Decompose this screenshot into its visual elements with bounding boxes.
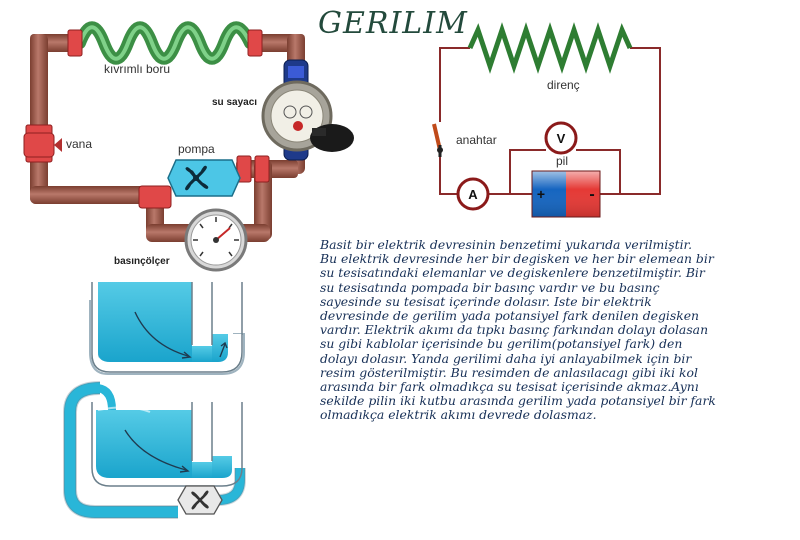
paragraph-line: su gibi kablolar içerisinde bu gerilim(p… xyxy=(320,336,683,352)
paragraph-line: sekilde pilin iki kutbu arasında gerilim… xyxy=(320,393,716,409)
open-tank-icon xyxy=(89,282,245,375)
paragraph-line: Bu elektrik devresinde her bir degisken … xyxy=(320,251,714,267)
valve-icon xyxy=(23,132,62,158)
paragraph-line: su tesisatındaki elemanlar ve degiskenle… xyxy=(320,265,705,281)
voltmeter-label: V xyxy=(557,131,566,146)
paragraph-line: sayesinde su tesisat içerinde dolasır. I… xyxy=(320,293,652,309)
paragraph-line: resim gösterilmiştir. Bu resimden de anl… xyxy=(320,364,698,380)
switch-label: anahtar xyxy=(456,133,497,147)
resistor-label: direnç xyxy=(547,78,580,92)
battery-label: pil xyxy=(556,154,568,168)
battery-minus-label: - xyxy=(589,186,594,203)
ammeter-label: A xyxy=(468,187,478,202)
paragraph-line: olmadıkça elektrik akımı devrede dolasma… xyxy=(320,407,597,423)
pumped-tank-icon xyxy=(63,381,246,519)
explanation-paragraph: Basit bir elektrik devresinin benzetimi … xyxy=(320,237,776,423)
battery-plus-label: + xyxy=(537,186,545,202)
wavy-pipe-label: kıvrımlı boru xyxy=(104,62,170,76)
paragraph-line: dolayı dolasır. Yanda gerilimi daha iyi … xyxy=(320,350,692,366)
pump-label: pompa xyxy=(178,142,215,156)
paragraph-line: vardır. Elektrik akımı da tıpkı basınç f… xyxy=(320,322,709,338)
ammeter-icon xyxy=(456,177,490,211)
page-title: GERILIM xyxy=(318,6,468,41)
pressure-gauge-icon xyxy=(184,208,248,272)
paragraph-line: su tesisatında pompada bir basınç vardır… xyxy=(320,279,660,295)
paragraph-line: devresinde de gerilim yada potansiyel fa… xyxy=(320,308,700,324)
valve-label: vana xyxy=(66,137,92,151)
circuit-wires xyxy=(439,47,661,195)
battery-icon xyxy=(531,170,601,218)
paragraph-line: Basit bir elektrik devresinin benzetimi … xyxy=(320,237,693,252)
voltmeter-icon xyxy=(544,121,578,155)
pressure-gauge-label: basınçölçer xyxy=(114,256,170,267)
water-meter-label: su sayacı xyxy=(212,97,257,108)
pump-icon xyxy=(167,159,241,197)
switch-icon xyxy=(432,123,443,157)
resistor-icon xyxy=(467,22,633,74)
water-meter-icon xyxy=(261,59,354,161)
paragraph-line: arasında bir fark olmadıkça su tesisat i… xyxy=(320,379,699,395)
